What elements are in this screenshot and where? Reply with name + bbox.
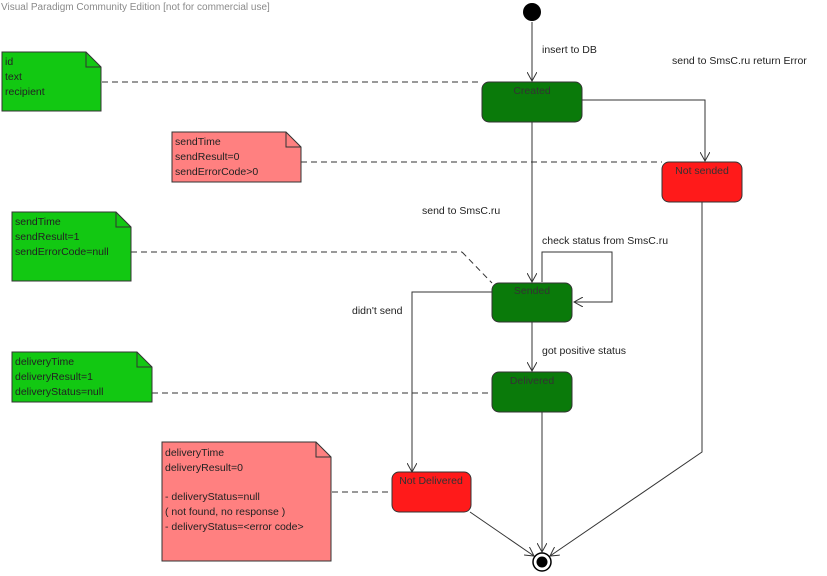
note-not-delivered-line: deliveryTime: [165, 447, 224, 459]
note-sended-line: sendErrorCode=null: [15, 246, 109, 258]
label-positive-status: got positive status: [542, 345, 626, 357]
note-sended[interactable]: sendTime sendResult=1 sendErrorCode=null: [11, 211, 132, 282]
note-delivered[interactable]: deliveryTime deliveryResult=1 deliverySt…: [11, 351, 153, 403]
transition-not-delivered-final: [469, 511, 534, 556]
note-created-line: id: [5, 56, 13, 68]
transition-check-status: [541, 251, 613, 302]
note-created-line: text: [5, 71, 22, 83]
transition-didnt-send: [412, 291, 492, 472]
state-created-label: Created: [513, 85, 551, 97]
note-not-delivered-line: deliveryResult=0: [165, 462, 243, 474]
initial-state[interactable]: [523, 3, 541, 21]
state-not-delivered-label: Not Delivered: [399, 475, 463, 487]
note-created-line: recipient: [5, 86, 45, 98]
state-delivered[interactable]: Delivered: [491, 371, 573, 413]
note-sended-line: sendTime: [15, 216, 61, 228]
label-didnt-send: didn't send: [352, 305, 403, 317]
final-state[interactable]: [532, 552, 552, 572]
state-created[interactable]: Created: [481, 81, 583, 123]
label-send-error: send to SmsC.ru return Error: [672, 55, 807, 67]
note-sended-line: sendResult=1: [15, 231, 80, 243]
label-insert: insert to DB: [542, 44, 597, 56]
state-not-sended[interactable]: Not sended: [661, 161, 743, 203]
state-sended-label: Sended: [514, 285, 550, 297]
connector-note-sended-diag: [461, 251, 493, 284]
note-not-delivered-line: ( not found, no response ): [165, 506, 285, 518]
note-created[interactable]: id text recipient: [1, 51, 102, 112]
state-not-sended-label: Not sended: [675, 165, 729, 177]
note-not-sended-line: sendErrorCode>0: [175, 166, 258, 178]
note-connectors: [102, 81, 662, 493]
transition-not-sended-final: [550, 202, 703, 556]
note-delivered-line: deliveryResult=1: [15, 371, 93, 383]
state-not-delivered[interactable]: Not Delivered: [391, 471, 472, 513]
note-not-sended-line: sendResult=0: [175, 151, 240, 163]
state-delivered-label: Delivered: [510, 375, 555, 387]
label-check-status: check status from SmsC.ru: [542, 235, 668, 247]
transition-send-error: [582, 99, 705, 161]
note-not-delivered-line: - deliveryStatus=null: [165, 491, 260, 503]
note-not-sended[interactable]: sendTime sendResult=0 sendErrorCode>0: [171, 131, 302, 183]
watermark: Visual Paradigm Community Edition [not f…: [1, 2, 270, 13]
note-not-delivered[interactable]: deliveryTime deliveryResult=0 - delivery…: [161, 441, 332, 562]
note-not-delivered-line: - deliveryStatus=<error code>: [165, 521, 304, 533]
note-delivered-line: deliveryTime: [15, 356, 74, 368]
state-sended[interactable]: Sended: [491, 282, 573, 323]
note-not-sended-line: sendTime: [175, 136, 221, 148]
label-send-ok: send to SmsC.ru: [422, 205, 500, 217]
transition-lines: [412, 22, 705, 556]
note-delivered-line: deliveryStatus=null: [15, 386, 103, 398]
